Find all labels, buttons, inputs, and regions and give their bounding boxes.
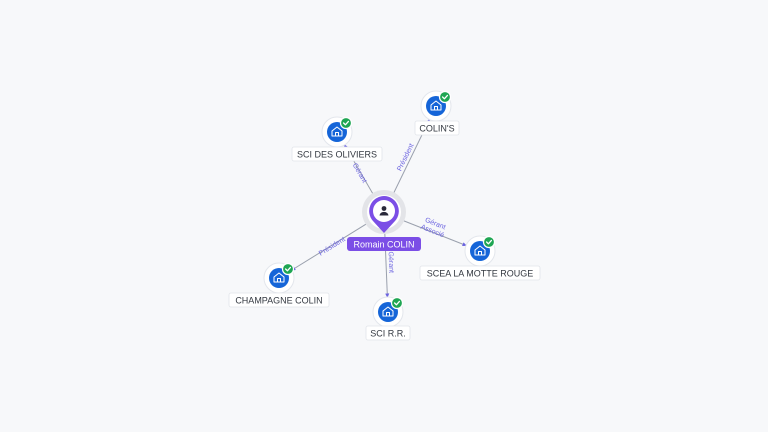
- verified-check-icon: [281, 262, 295, 276]
- company-label-box: [228, 292, 330, 308]
- company-node-sci-des-oliviers[interactable]: SCI DES OLIVIERS: [291, 116, 383, 162]
- edge-role-label: Gérant: [351, 162, 368, 184]
- building-icon: [474, 245, 486, 256]
- verified-check-icon: [339, 116, 353, 130]
- edge-arrow: [385, 293, 390, 299]
- company-label[interactable]: CHAMPAGNE COLIN: [235, 295, 322, 305]
- building-icon: [331, 126, 343, 137]
- company-node-sci-rr[interactable]: SCI R.R.: [365, 296, 411, 341]
- company-node-scea-la-motte-rouge[interactable]: SCEA LA MOTTE ROUGE: [419, 235, 541, 281]
- company-label-box: [414, 120, 460, 136]
- company-label-box: [365, 325, 411, 341]
- company-label[interactable]: SCI DES OLIVIERS: [297, 149, 377, 159]
- building-icon: [430, 100, 442, 111]
- user-icon: [379, 206, 389, 216]
- building-icon: [273, 272, 285, 283]
- verified-check-icon: [390, 296, 404, 310]
- building-icon: [382, 306, 394, 317]
- verified-check-icon: [438, 90, 452, 104]
- company-label-box: [291, 146, 383, 162]
- person-inner: [373, 200, 395, 222]
- company-label-box: [419, 265, 541, 281]
- verified-check-icon: [482, 235, 496, 249]
- edge-role-label: Président: [318, 236, 347, 258]
- person-label-box: [347, 237, 421, 251]
- company-label[interactable]: COLIN'S: [419, 123, 454, 133]
- company-label[interactable]: SCI R.R.: [370, 328, 406, 338]
- nodes-layer: COLIN'S SCI DES OLIVIERS SCEA LA MOTTE ROU…: [228, 90, 541, 341]
- edge-role-label: Gérant: [387, 251, 395, 273]
- company-node-champagne-colin[interactable]: CHAMPAGNE COLIN: [228, 262, 330, 308]
- person-node[interactable]: Romain COLIN: [347, 190, 421, 251]
- company-node-colins[interactable]: COLIN'S: [414, 90, 460, 136]
- company-label[interactable]: SCEA LA MOTTE ROUGE: [427, 268, 534, 278]
- person-name[interactable]: Romain COLIN: [353, 239, 414, 249]
